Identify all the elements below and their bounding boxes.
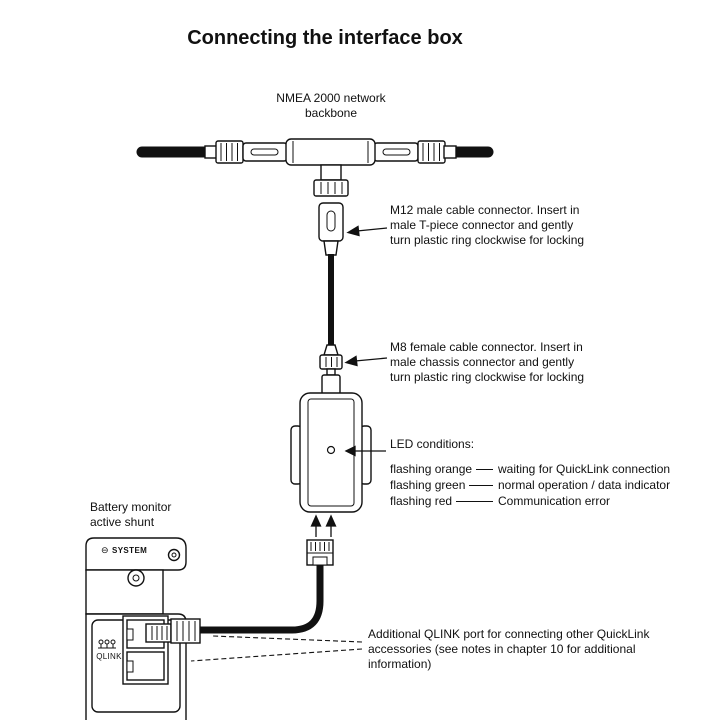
battery-monitor-device <box>85 537 187 720</box>
qlink-note: Additional QLINK port for connecting oth… <box>368 627 650 671</box>
legend-connector-line <box>456 500 493 502</box>
led-row-red: flashing red Communication error <box>390 493 710 509</box>
t-piece-body <box>285 138 376 197</box>
led-row-green: flashing green normal operation / data i… <box>390 477 710 493</box>
qlink-plug-top <box>306 539 334 566</box>
page-title: Connecting the interface box <box>187 27 463 49</box>
backbone-label: NMEA 2000 network backbone <box>276 91 386 120</box>
m8-note: M8 female cable connector. Insert in mal… <box>390 340 585 384</box>
led-state-meaning: Communication error <box>498 494 611 508</box>
battery-monitor-label: Battery monitor active shunt <box>90 500 172 529</box>
qlink-plug-bottom <box>145 618 201 644</box>
minus-terminal-icon: ⊖ <box>101 545 109 555</box>
m12-connector <box>318 202 344 256</box>
qlink-port-icon <box>98 639 116 649</box>
led-conditions-heading: LED conditions: <box>390 437 475 451</box>
legend-connector-line <box>469 484 493 486</box>
m12-arrow <box>356 227 388 232</box>
led-state-label: flashing red <box>390 494 453 508</box>
led-state-meaning: waiting for QuickLink connection <box>498 462 671 476</box>
qlink-port-label: QLINK <box>96 652 122 661</box>
annotation-arrows <box>310 225 388 537</box>
led-state-label: flashing orange <box>390 462 473 476</box>
m8-connector <box>319 344 343 395</box>
led-state-label: flashing green <box>390 478 466 492</box>
t-piece-left-connector <box>204 140 288 164</box>
annotation-leaders <box>190 635 363 662</box>
m8-arrow <box>354 357 388 362</box>
t-piece-right-connector <box>373 140 457 164</box>
legend-connector-line <box>476 468 493 470</box>
system-label-text: SYSTEM <box>111 546 148 555</box>
led-row-orange: flashing orange waiting for QuickLink co… <box>390 461 710 477</box>
led-state-meaning: normal operation / data indicator <box>498 478 671 492</box>
system-label: ⊖ SYSTEM <box>101 545 147 556</box>
status-led <box>326 445 336 455</box>
accessory-cable <box>199 560 324 634</box>
interface-box <box>290 392 372 513</box>
led-legend: flashing orange waiting for QuickLink co… <box>390 461 710 509</box>
m12-note: M12 male cable connector. Insert in male… <box>390 203 585 247</box>
